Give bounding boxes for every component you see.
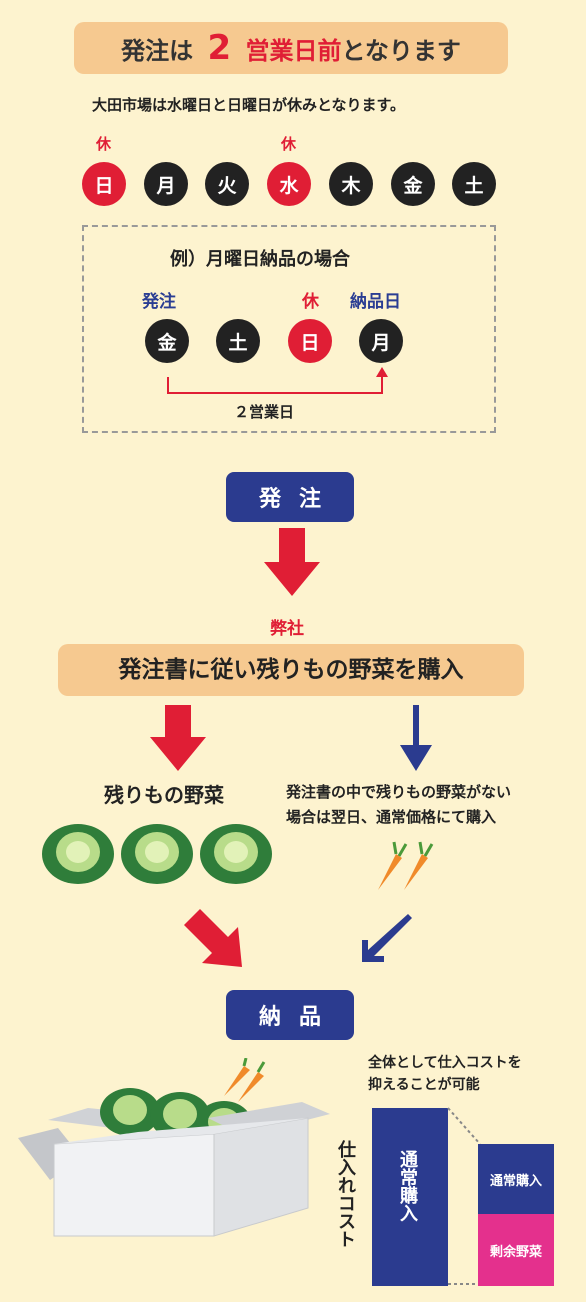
example-box: 例）月曜日納品の場合 発注 休 納品日 金 土 日 月 ２営業日 bbox=[82, 225, 496, 433]
day-circle-wed: 水 bbox=[267, 162, 311, 206]
red-diagonal-arrow bbox=[184, 909, 242, 967]
closed-label-sun: 休 bbox=[96, 135, 112, 153]
blue-down-arrow-right bbox=[400, 705, 432, 771]
order-button: 発注 bbox=[226, 472, 354, 522]
market-notice: 大田市場は水曜日と日曜日が休みとなります。 bbox=[92, 96, 406, 114]
company-label: 弊社 bbox=[270, 619, 304, 639]
cost-note-line1: 全体として仕入コストを bbox=[368, 1055, 522, 1071]
red-down-arrow-left bbox=[150, 705, 206, 771]
header-number: 2 bbox=[207, 28, 232, 68]
day-circle-sun: 日 bbox=[82, 162, 126, 206]
day-circle-thu: 木 bbox=[329, 162, 373, 206]
span-label: ２営業日 bbox=[234, 403, 295, 421]
example-day-fri: 金 bbox=[145, 319, 189, 363]
small-bar-surplus: 剰余野菜 bbox=[478, 1214, 554, 1286]
carrot-icon bbox=[224, 1058, 266, 1102]
cabbage-icons bbox=[42, 824, 272, 884]
example-day-sun: 日 bbox=[288, 319, 332, 363]
cost-note-line2: 抑えることが可能 bbox=[368, 1077, 480, 1093]
closed-label-wed: 休 bbox=[281, 135, 297, 153]
header-text-3: となります bbox=[341, 37, 461, 65]
cost-axis-label: 仕入れコスト bbox=[335, 1140, 356, 1248]
day-circle-fri: 金 bbox=[391, 162, 435, 206]
cabbage-icon bbox=[100, 1088, 160, 1136]
purchase-banner: 発注書に従い残りもの野菜を購入 bbox=[58, 644, 524, 696]
alt-purchase-line1: 発注書の中で残りもの野菜がない bbox=[286, 783, 512, 801]
header-banner: 発注は 2 営業日前となります bbox=[74, 22, 508, 74]
carrot-icon bbox=[404, 841, 434, 890]
small-bar-regular-label: 通常購入 bbox=[489, 1173, 542, 1189]
comparison-dotted-lines bbox=[447, 1107, 481, 1285]
cabbage-icon bbox=[121, 824, 193, 884]
example-order-label: 発注 bbox=[142, 292, 176, 312]
day-circle-sat: 土 bbox=[452, 162, 496, 206]
header-text-2: 営業日前 bbox=[245, 37, 342, 65]
example-title: 例）月曜日納品の場合 bbox=[170, 249, 350, 270]
leftover-veg-label: 残りもの野菜 bbox=[104, 783, 224, 807]
example-day-sat: 土 bbox=[216, 319, 260, 363]
day-circle-tue: 火 bbox=[205, 162, 249, 206]
delivery-button: 納品 bbox=[226, 990, 354, 1040]
blue-diagonal-arrow bbox=[362, 914, 412, 962]
day-circle-mon: 月 bbox=[144, 162, 188, 206]
tall-cost-bar-label: 通常購入 bbox=[397, 1150, 418, 1222]
span-bracket bbox=[167, 367, 388, 394]
example-day-mon: 月 bbox=[359, 319, 403, 363]
carrot-icon bbox=[378, 841, 408, 890]
produce-box-illustration bbox=[18, 1058, 330, 1237]
alt-purchase-line2: 場合は翌日、通常価格にて購入 bbox=[286, 808, 497, 826]
red-down-arrow bbox=[264, 528, 320, 596]
small-bar-regular: 通常購入 bbox=[478, 1144, 554, 1214]
carrot-icons bbox=[378, 841, 434, 890]
example-delivery-label: 納品日 bbox=[350, 292, 401, 312]
cabbage-icon bbox=[42, 824, 114, 884]
header-text-1: 発注は bbox=[121, 37, 194, 65]
tall-cost-bar: 通常購入 bbox=[372, 1108, 448, 1286]
cabbage-icon bbox=[200, 824, 272, 884]
small-bar-surplus-label: 剰余野菜 bbox=[489, 1244, 542, 1260]
example-closed-label: 休 bbox=[302, 292, 319, 312]
